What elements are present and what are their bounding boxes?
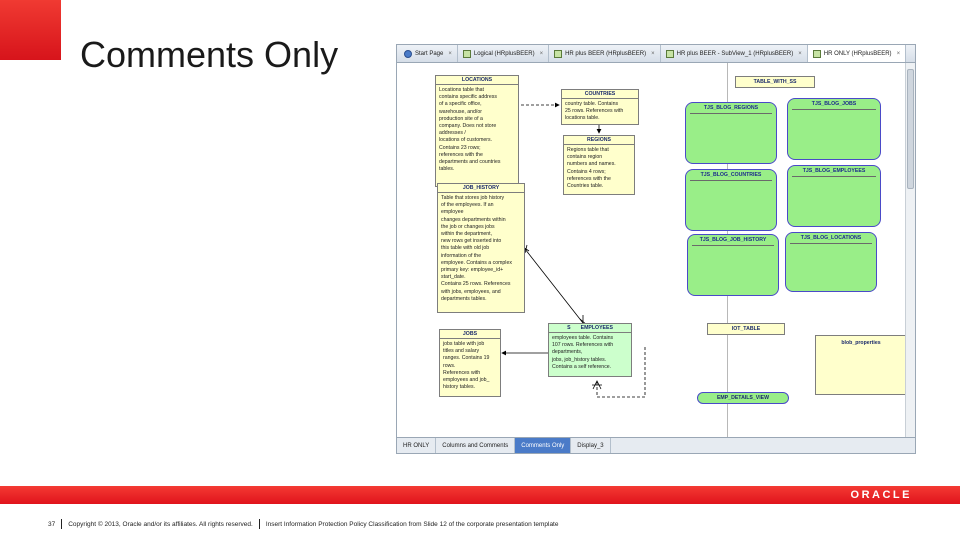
- bottom-tab-hr-only[interactable]: HR ONLY: [397, 438, 437, 453]
- table-blob-properties[interactable]: blob_properties: [815, 335, 907, 395]
- footer-red-bar: [0, 486, 960, 504]
- close-icon[interactable]: ×: [539, 50, 544, 57]
- tab-label: Logical (HRplusBEER): [473, 50, 535, 57]
- table-tjs-blog-locations[interactable]: TJS_BLOG_LOCATIONS: [785, 232, 877, 292]
- tab-label: Start Page: [415, 50, 444, 57]
- start-page-icon: [404, 49, 412, 58]
- subview-tab-bar: HR ONLY Columns and Comments Comments On…: [397, 437, 915, 453]
- bottom-tab-comments-only[interactable]: Comments Only: [515, 438, 572, 453]
- entity-locations[interactable]: LOCATIONS Locations table that contains …: [435, 75, 519, 187]
- table-title: TJS_BLOG_JOBS: [811, 101, 857, 107]
- table-title: TJS_BLOG_LOCATIONS: [800, 235, 862, 241]
- table-tjs-blog-regions[interactable]: TJS_BLOG_REGIONS: [685, 102, 777, 164]
- table-title: blob_properties: [841, 340, 881, 346]
- copyright-text: Copyright © 2013, Oracle and/or its affi…: [68, 520, 253, 528]
- tab-label: HR ONLY (HRplusBEER): [823, 50, 892, 57]
- data-modeler-window: Start Page × Logical (HRplusBEER) × HR p…: [396, 44, 916, 454]
- table-tjs-blog-jobs[interactable]: TJS_BLOG_JOBS: [787, 98, 881, 160]
- editor-tab-bar: Start Page × Logical (HRplusBEER) × HR p…: [397, 45, 915, 63]
- vertical-scrollbar[interactable]: [905, 63, 915, 437]
- bottom-tab-columns-and-comments[interactable]: Columns and Comments: [436, 438, 516, 453]
- entity-comment: jobs table with job titles and salary ra…: [443, 341, 490, 391]
- footer-separator: [61, 519, 63, 529]
- bottom-tab-display-3[interactable]: Display_3: [571, 438, 611, 453]
- close-icon[interactable]: ×: [896, 50, 901, 57]
- table-tjs-blog-employees[interactable]: TJS_BLOG_EMPLOYEES: [787, 165, 881, 227]
- tab-hr-only[interactable]: HR ONLY (HRplusBEER) ×: [807, 45, 907, 62]
- entity-jobs[interactable]: JOBS jobs table with job titles and sala…: [439, 329, 501, 397]
- diagram-icon: [554, 49, 563, 58]
- entity-prefix: S: [567, 325, 571, 331]
- entity-job-history[interactable]: JOB_HISTORY Table that stores job histor…: [437, 183, 525, 313]
- classification-text: Insert Information Protection Policy Cla…: [265, 520, 559, 528]
- table-table-with-ss[interactable]: TABLE_WITH_SS: [735, 76, 815, 88]
- entity-comment: employees table. Contains 107 rows. Refe…: [552, 335, 614, 370]
- entity-title: JOBS: [440, 330, 500, 339]
- entity-title: COUNTRIES: [562, 90, 638, 99]
- employees-self-reference: [596, 347, 646, 398]
- title-separator: [690, 180, 772, 181]
- diagram-icon: [665, 49, 674, 58]
- entity-comment: Regions table that contains region numbe…: [567, 147, 616, 190]
- table-iot-table[interactable]: IOT_TABLE: [707, 323, 785, 335]
- tab-hr-plus-beer[interactable]: HR plus BEER (HRplusBEER) ×: [549, 45, 661, 62]
- table-title: TJS_BLOG_COUNTRIES: [700, 172, 762, 178]
- entity-comment: Table that stores job history of the emp…: [441, 195, 512, 302]
- entity-name: EMPLOYEES: [580, 325, 613, 331]
- close-icon[interactable]: ×: [798, 50, 802, 57]
- table-tjs-blog-countries[interactable]: TJS_BLOG_COUNTRIES: [685, 169, 777, 231]
- scrollbar-thumb[interactable]: [907, 69, 914, 189]
- table-title: TJS_BLOG_EMPLOYEES: [802, 168, 866, 174]
- diagram-icon: [462, 49, 471, 58]
- title-separator: [790, 243, 872, 244]
- slide-title: Comments Only: [80, 34, 339, 75]
- tab-label: HR plus BEER - SubView_1 (HRplusBEER): [676, 50, 794, 57]
- entity-comment: Locations table that contains specific a…: [439, 87, 501, 173]
- view-emp-details[interactable]: EMP_DETAILS_VIEW: [697, 392, 789, 404]
- title-separator: [690, 113, 772, 114]
- page-number: 37: [48, 520, 56, 528]
- diagram-icon: [812, 49, 821, 58]
- tab-hr-plus-beer-subview[interactable]: HR plus BEER - SubView_1 (HRplusBEER) ×: [661, 45, 808, 62]
- footer: 37 Copyright © 2013, Oracle and/or its a…: [48, 519, 558, 529]
- title-separator: [792, 176, 876, 177]
- job-history-employees-link: [524, 248, 584, 324]
- oracle-logo: ORACLE: [850, 489, 912, 501]
- close-icon[interactable]: ×: [448, 50, 452, 57]
- footer-separator: [258, 519, 260, 529]
- entity-title: S EMPLOYEES: [549, 324, 631, 333]
- table-title: TJS_BLOG_REGIONS: [703, 105, 759, 111]
- diagram-canvas[interactable]: LOCATIONS Locations table that contains …: [397, 63, 915, 437]
- close-icon[interactable]: ×: [651, 50, 655, 57]
- entity-title: JOB_HISTORY: [438, 184, 524, 193]
- entity-employees[interactable]: S EMPLOYEES employees table. Contains 10…: [548, 323, 632, 377]
- tab-logical[interactable]: Logical (HRplusBEER) ×: [458, 45, 550, 62]
- entity-comment: country table. Contains 25 rows. Referen…: [565, 101, 624, 122]
- table-title: TJS_BLOG_JOB_HISTORY: [699, 237, 767, 243]
- brand-red-block: [0, 0, 61, 60]
- tab-label: HR plus BEER (HRplusBEER): [565, 50, 647, 57]
- table-tjs-blog-job-history[interactable]: TJS_BLOG_JOB_HISTORY: [687, 234, 779, 296]
- crowfoot-self: [592, 380, 602, 390]
- tab-start-page[interactable]: Start Page ×: [399, 45, 458, 62]
- title-separator: [792, 109, 876, 110]
- entity-regions[interactable]: REGIONS Regions table that contains regi…: [563, 135, 635, 195]
- entity-title: REGIONS: [564, 136, 634, 145]
- entity-countries[interactable]: COUNTRIES country table. Contains 25 row…: [561, 89, 639, 125]
- title-separator: [692, 245, 774, 246]
- entity-title: LOCATIONS: [436, 76, 518, 85]
